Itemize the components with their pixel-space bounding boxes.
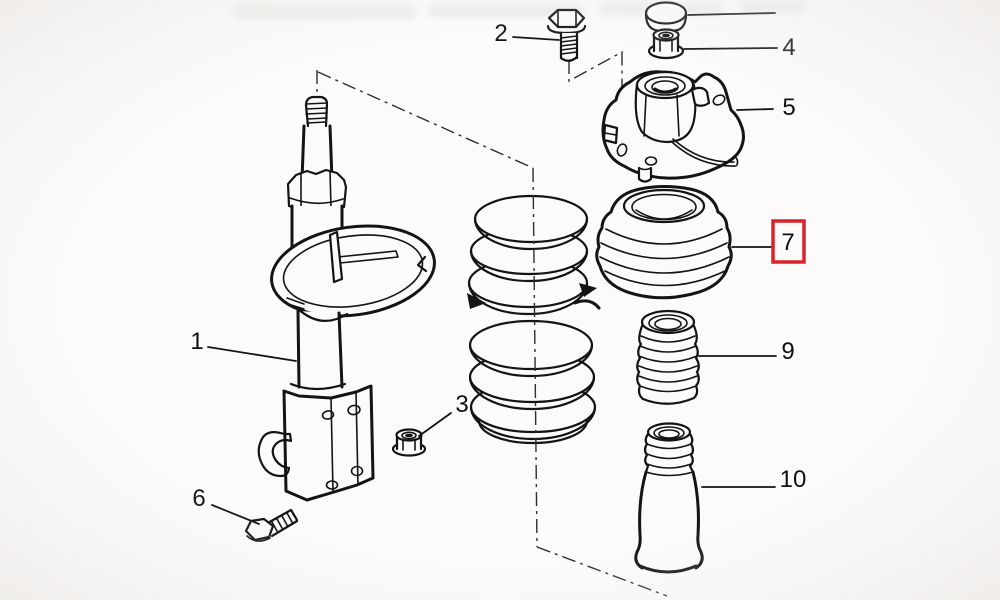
exploded-diagram: 1 2 3 4 5 6 9 10 7 xyxy=(0,0,1000,600)
parts-diagram-canvas: 1 2 3 4 5 6 9 10 7 xyxy=(0,0,1000,600)
vignette-overlay xyxy=(0,0,1000,600)
